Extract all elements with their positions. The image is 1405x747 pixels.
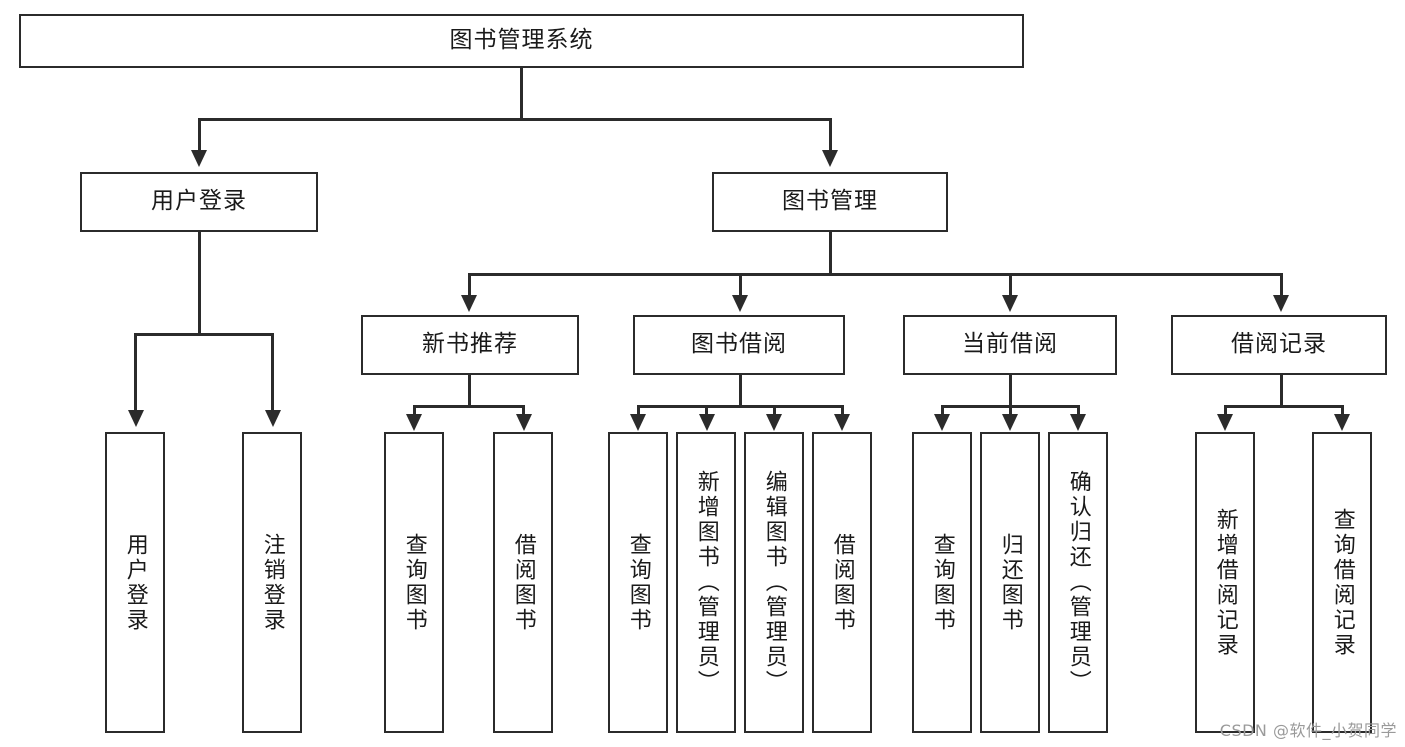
node-user-login-label: 用户登录	[151, 188, 247, 215]
node-leaf-borrow-book-1-label: 借阅图书	[510, 532, 536, 633]
edge-bb-leg-1	[637, 405, 640, 417]
node-book-borrow-label: 图书借阅	[691, 331, 787, 358]
arrow-to-new-book-recommend	[461, 295, 477, 312]
arrow-to-current-borrow	[1002, 295, 1018, 312]
arrow-to-leaf-query-book-2	[630, 414, 646, 431]
node-borrow-record-label: 借阅记录	[1231, 331, 1327, 358]
edge-nbr-leg-1	[413, 405, 416, 417]
node-current-borrow-label: 当前借阅	[962, 331, 1058, 358]
node-leaf-query-book-1[interactable]: 查询图书	[384, 432, 444, 733]
edge-bm-leg-1	[468, 273, 471, 298]
node-leaf-query-record[interactable]: 查询借阅记录	[1312, 432, 1372, 733]
node-leaf-borrow-book-1[interactable]: 借阅图书	[493, 432, 553, 733]
node-root-system[interactable]: 图书管理系统	[19, 14, 1024, 68]
csdn-watermark: CSDN @软件_小贺同学	[1219, 721, 1397, 740]
arrow-to-leaf-logout	[265, 410, 281, 427]
node-leaf-user-login[interactable]: 用户登录	[105, 432, 165, 733]
arrow-to-leaf-query-book-3	[934, 414, 950, 431]
edge-cb-leg-1	[941, 405, 944, 417]
edge-book-management-bar	[468, 273, 1282, 276]
arrow-to-book-management	[822, 150, 838, 167]
node-leaf-confirm-return[interactable]: 确认归还（管理员）	[1048, 432, 1108, 733]
node-leaf-add-record-label: 新增借阅记录	[1212, 507, 1238, 658]
edge-root-to-book-management	[829, 118, 832, 153]
edge-user-login-down	[198, 232, 201, 336]
edge-root-down	[520, 68, 523, 120]
node-new-book-recommend[interactable]: 新书推荐	[361, 315, 579, 375]
edge-nbr-bar	[413, 405, 525, 408]
edge-bm-leg-3	[1009, 273, 1012, 298]
arrow-to-book-borrow	[732, 295, 748, 312]
node-leaf-query-book-2[interactable]: 查询图书	[608, 432, 668, 733]
edge-nbr-down	[468, 375, 471, 407]
node-leaf-borrow-book-2[interactable]: 借阅图书	[812, 432, 872, 733]
arrow-to-user-login	[191, 150, 207, 167]
edge-root-bar	[198, 118, 832, 121]
node-leaf-query-book-2-label: 查询图书	[625, 532, 651, 633]
node-new-book-recommend-label: 新书推荐	[422, 331, 518, 358]
node-leaf-add-book-label: 新增图书（管理员）	[693, 470, 719, 695]
node-user-login[interactable]: 用户登录	[80, 172, 318, 232]
arrow-to-leaf-borrow-book-1	[516, 414, 532, 431]
edge-cb-leg-3	[1077, 405, 1080, 417]
node-root-system-label: 图书管理系统	[449, 27, 594, 54]
arrow-to-leaf-return-book	[1002, 414, 1018, 431]
node-leaf-query-record-label: 查询借阅记录	[1329, 507, 1355, 658]
edge-br-leg-2	[1341, 405, 1344, 417]
arrow-to-leaf-user-login	[128, 410, 144, 427]
arrow-to-leaf-query-record	[1334, 414, 1350, 431]
arrow-to-leaf-add-record	[1217, 414, 1233, 431]
arrow-to-leaf-add-book	[699, 414, 715, 431]
edge-bb-bar	[637, 405, 843, 408]
node-leaf-edit-book[interactable]: 编辑图书（管理员）	[744, 432, 804, 733]
arrow-to-leaf-edit-book	[766, 414, 782, 431]
node-book-management[interactable]: 图书管理	[712, 172, 948, 232]
edge-cb-down	[1009, 375, 1012, 407]
edge-user-login-bar	[134, 333, 273, 336]
node-borrow-record[interactable]: 借阅记录	[1171, 315, 1387, 375]
node-current-borrow[interactable]: 当前借阅	[903, 315, 1117, 375]
edge-book-management-down	[829, 232, 832, 276]
node-leaf-query-book-1-label: 查询图书	[401, 532, 427, 633]
node-leaf-query-book-3[interactable]: 查询图书	[912, 432, 972, 733]
arrow-to-leaf-borrow-book-2	[834, 414, 850, 431]
node-leaf-user-login-label: 用户登录	[122, 532, 148, 633]
node-book-borrow[interactable]: 图书借阅	[633, 315, 845, 375]
node-leaf-logout[interactable]: 注销登录	[242, 432, 302, 733]
node-leaf-add-record[interactable]: 新增借阅记录	[1195, 432, 1255, 733]
arrow-to-borrow-record	[1273, 295, 1289, 312]
edge-bm-leg-2	[739, 273, 742, 298]
node-leaf-query-book-3-label: 查询图书	[929, 532, 955, 633]
edge-user-login-leg-2	[271, 333, 274, 413]
edge-bb-down	[739, 375, 742, 407]
edge-br-leg-1	[1224, 405, 1227, 417]
node-leaf-confirm-return-label: 确认归还（管理员）	[1065, 470, 1091, 695]
edge-bm-leg-4	[1280, 273, 1283, 298]
edge-bb-leg-4	[841, 405, 844, 417]
edge-cb-leg-2	[1009, 405, 1012, 417]
node-leaf-borrow-book-2-label: 借阅图书	[829, 532, 855, 633]
node-book-management-label: 图书管理	[782, 188, 878, 215]
node-leaf-add-book[interactable]: 新增图书（管理员）	[676, 432, 736, 733]
arrow-to-leaf-confirm-return	[1070, 414, 1086, 431]
edge-br-down	[1280, 375, 1283, 407]
node-leaf-return-book[interactable]: 归还图书	[980, 432, 1040, 733]
arrow-to-leaf-query-book-1	[406, 414, 422, 431]
edge-root-to-user-login	[198, 118, 201, 153]
edge-user-login-leg-1	[134, 333, 137, 413]
edge-br-bar	[1224, 405, 1343, 408]
node-leaf-logout-label: 注销登录	[259, 532, 285, 633]
edge-bb-leg-2	[705, 405, 708, 417]
edge-nbr-leg-2	[522, 405, 525, 417]
node-leaf-edit-book-label: 编辑图书（管理员）	[761, 470, 787, 695]
node-leaf-return-book-label: 归还图书	[997, 532, 1023, 633]
edge-bb-leg-3	[773, 405, 776, 417]
